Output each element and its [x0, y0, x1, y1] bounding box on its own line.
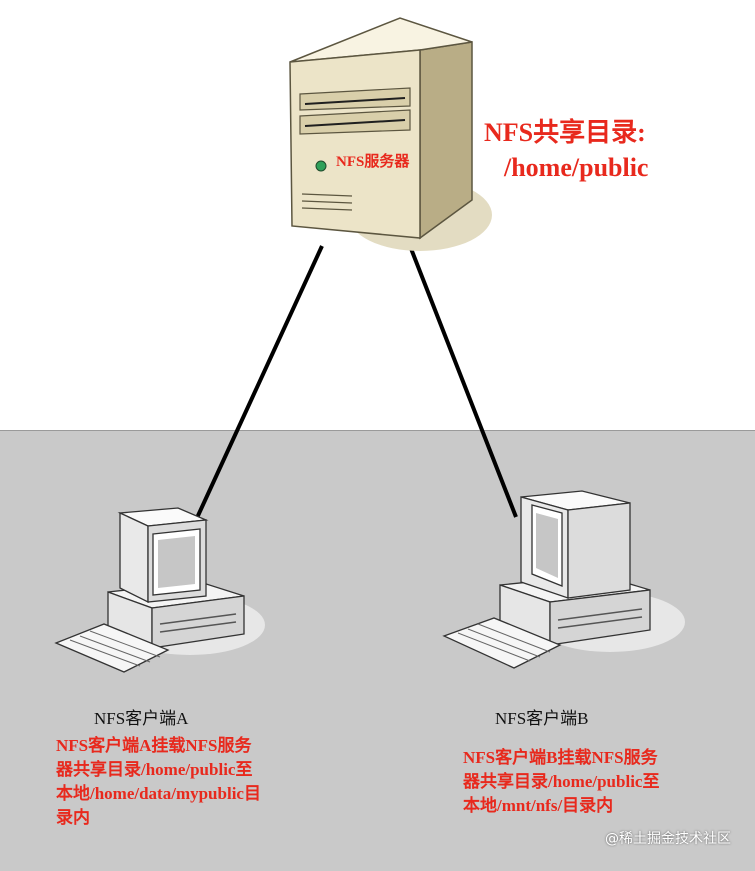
server-tower-icon — [289, 17, 492, 251]
connection-line-b — [408, 245, 518, 518]
client-a-description-line: 本地/home/data/mypublic目 — [56, 784, 261, 803]
client-b-description-line: 本地/mnt/nfs/目录内 — [463, 796, 614, 815]
client-b-description-line: 器共享目录/home/public至 — [463, 772, 660, 791]
client-b-computer-icon — [442, 490, 685, 669]
client-b-description-line: NFS客户端B挂载NFS服务 — [463, 748, 658, 767]
connection-line-a — [194, 245, 324, 521]
server-label: NFS服务器 — [336, 154, 410, 170]
client-a-name: NFS客户端A — [94, 709, 189, 728]
client-a-description-line: NFS客户端A挂载NFS服务 — [56, 736, 252, 755]
client-a-description-line: 器共享目录/home/public至 — [56, 760, 253, 779]
client-b-description: NFS客户端B挂载NFS服务 器共享目录/home/public至 本地/mnt… — [463, 746, 659, 818]
share-directory-path: /home/public — [504, 153, 649, 182]
share-directory-title: NFS共享目录: — [484, 118, 646, 147]
client-a-computer-icon — [54, 507, 265, 673]
client-a-description-line: 录内 — [56, 808, 90, 827]
client-a-description: NFS客户端A挂载NFS服务 器共享目录/home/public至 本地/hom… — [56, 734, 261, 830]
client-b-name: NFS客户端B — [495, 709, 589, 728]
watermark: @稀土掘金技术社区 — [605, 831, 731, 847]
